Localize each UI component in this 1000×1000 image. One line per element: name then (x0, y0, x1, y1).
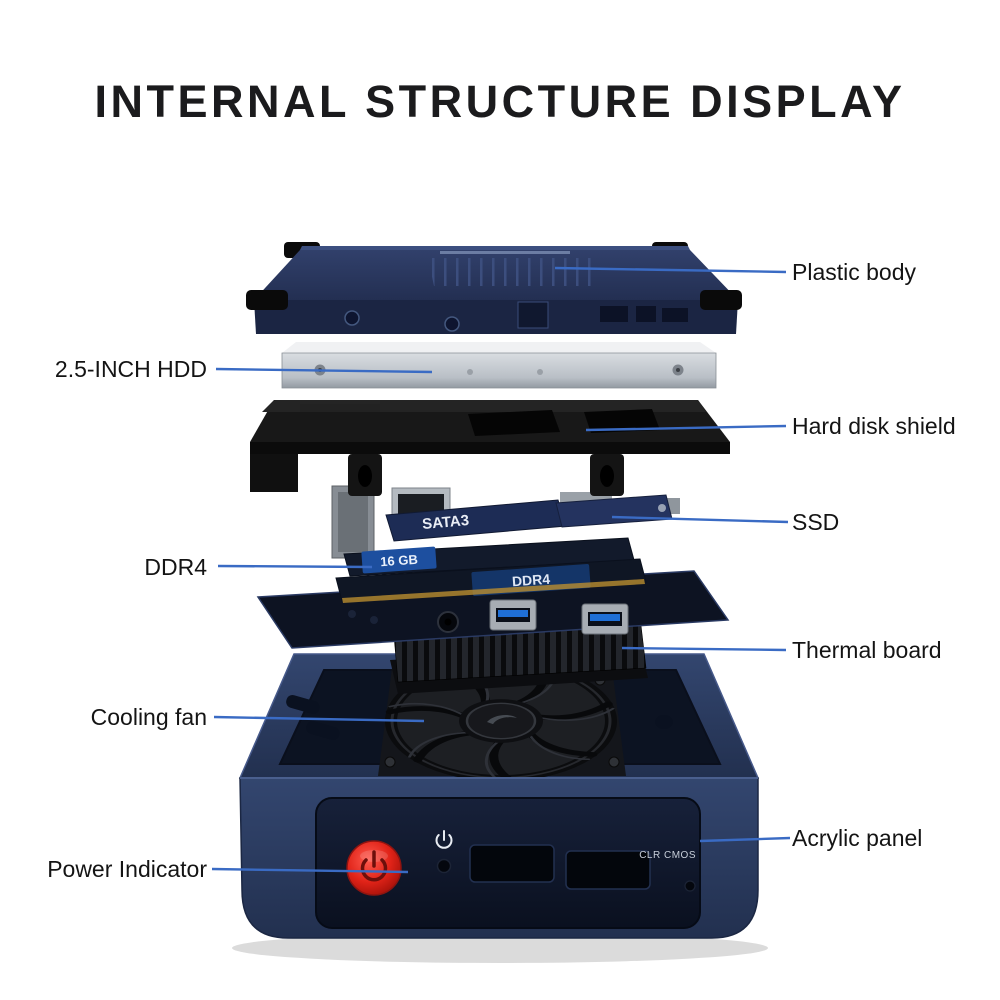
shield-cutout (584, 409, 660, 433)
power-button (346, 840, 402, 896)
lid-clip (517, 301, 549, 329)
fan-hub-logo (487, 714, 517, 725)
lid-foot (700, 290, 742, 310)
callout-plastic-body: Plastic body (792, 259, 917, 285)
lid-foot (246, 290, 288, 310)
callout-thermal-board: Thermal board (792, 637, 942, 663)
ram-sticker (361, 546, 437, 574)
hdmi-port-cutout (565, 850, 651, 890)
shield-cutout (468, 410, 560, 436)
shield-flap (250, 454, 298, 492)
capacitor (370, 616, 378, 624)
callout-hard-disk-shield: Hard disk shield (792, 413, 956, 439)
clr-cmos-label: CLR CMOS (639, 850, 696, 861)
callout-hdd: 2.5-INCH HDD (54, 356, 207, 382)
leader-power-indicator (211, 867, 409, 874)
usb-port (581, 603, 629, 635)
ram-capacity-label: 16 GB (380, 552, 419, 570)
chassis-vent-hole (655, 715, 673, 729)
ram-gold-pins (342, 579, 645, 603)
motherboard-part: SATA3 16 GB DDR4 (256, 485, 730, 649)
chassis-shadow (232, 933, 768, 963)
callout-cooling-fan: Cooling fan (90, 704, 207, 730)
callout-power-indicator: Power Indicator (47, 856, 207, 882)
callout-ddr4: DDR4 (144, 554, 207, 580)
hdd-part (281, 342, 717, 389)
leader-acrylic-panel (699, 836, 791, 843)
fan-screw (608, 756, 620, 768)
leader-lines (211, 266, 791, 874)
ssd-screw (658, 504, 666, 512)
lid-vents (428, 258, 600, 286)
leader-hdd (215, 367, 433, 374)
lid-screw-post (444, 316, 460, 332)
lid-screw-post (344, 310, 360, 326)
chassis-front: CLR CMOS (239, 777, 759, 939)
page-title: INTERNAL STRUCTURE DISPLAY (94, 76, 906, 127)
leader-ddr4 (217, 564, 373, 569)
leader-hard-disk-shield (585, 424, 787, 432)
ram-type-label: DDR4 (511, 571, 550, 590)
leader-cooling-fan (213, 715, 425, 723)
callout-acrylic-panel: Acrylic panel (792, 825, 923, 851)
cmos-pinhole (684, 880, 696, 892)
callout-ssd: SSD (792, 509, 840, 535)
hard-disk-shield-part (250, 400, 730, 496)
usb-port (489, 599, 537, 631)
plastic-body-part (246, 242, 742, 334)
power-icon (360, 850, 388, 882)
leader-ssd (611, 515, 789, 524)
fan-screw (384, 756, 396, 768)
leader-plastic-body (554, 266, 787, 274)
power-indicator-icon (435, 830, 453, 849)
hdmi-port-cutout (469, 844, 555, 883)
chassis-side-slot (286, 694, 320, 714)
power-indicator-hole (436, 858, 452, 874)
leader-thermal-board (621, 646, 787, 652)
chassis-side-slot (306, 720, 340, 740)
capacitor (348, 610, 356, 618)
ssd-slot-label: SATA3 (421, 512, 469, 533)
